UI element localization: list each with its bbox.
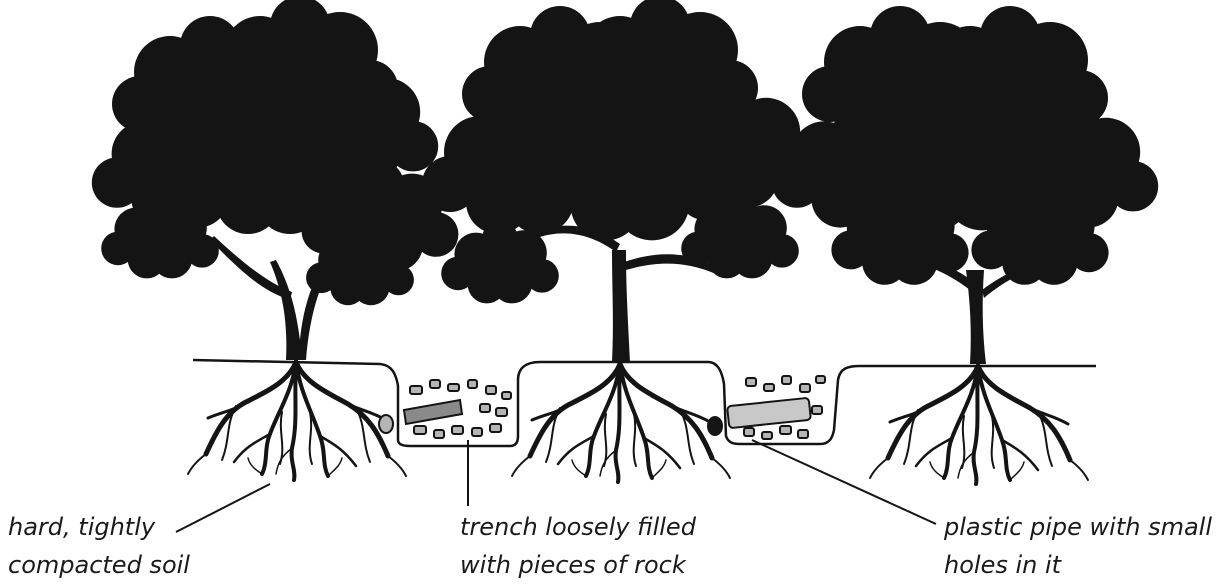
label-plastic-pipe-line2: holes in it [944, 546, 1212, 584]
tree-1 [92, 0, 459, 480]
roots-icon [870, 366, 1088, 484]
pipe-end [708, 417, 722, 435]
label-compacted-soil: hard, tightly compacted soil [8, 508, 190, 584]
label-compacted-soil-line2: compacted soil [8, 546, 190, 584]
label-plastic-pipe: plastic pipe with small holes in it [944, 508, 1212, 584]
label-trench-line2: with pieces of rock [460, 546, 696, 584]
rock-icon [379, 415, 393, 433]
roots-icon [188, 362, 406, 480]
pipe-icon [727, 398, 811, 428]
roots-icon [512, 364, 730, 482]
label-trench-line1: trench loosely filled [460, 508, 696, 546]
ground-line [193, 360, 1096, 446]
label-plastic-pipe-line1: plastic pipe with small [944, 508, 1212, 546]
label-trench: trench loosely filled with pieces of roc… [460, 508, 696, 584]
tree-icon [772, 6, 1158, 364]
tree-icon [422, 0, 818, 362]
tree-icon [92, 0, 459, 360]
label-compacted-soil-line1: hard, tightly [8, 508, 190, 546]
soil-leader [176, 484, 270, 532]
tree-3 [772, 6, 1158, 484]
